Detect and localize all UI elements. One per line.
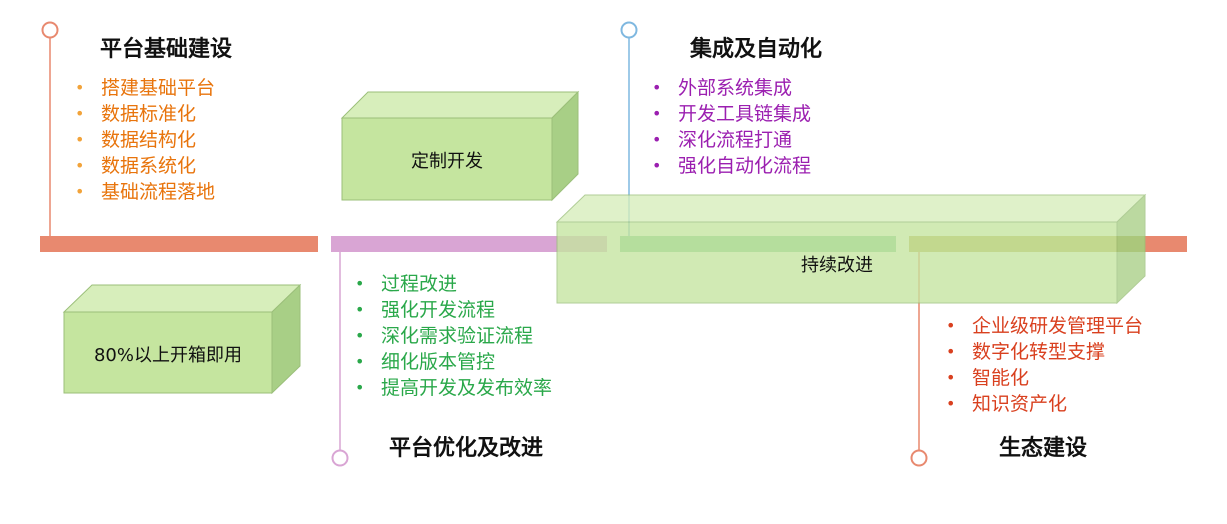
bullet-icon: •: [355, 274, 365, 293]
bullet-icon: •: [75, 104, 85, 123]
phase2-title: 平台优化及改进: [389, 436, 544, 461]
bullet-icon: •: [355, 300, 365, 319]
list-item: •数据标准化: [75, 103, 197, 125]
phase1-title: 平台基础建设: [100, 37, 233, 62]
phase4-list: •企业级研发管理平台 •数字化转型支撑 •智能化 •知识资产化: [940, 313, 1143, 417]
box-custom-dev: [340, 90, 580, 202]
bullet-icon: •: [946, 316, 956, 335]
box-out-of-box: [62, 283, 302, 395]
phase2-list: •过程改进 •强化开发流程 •深化需求验证流程 •细化版本管控 •提高开发及发布…: [349, 271, 552, 401]
list-item: •深化需求验证流程: [355, 325, 534, 347]
list-item: •提高开发及发布效率: [355, 377, 553, 399]
bullet-icon: •: [652, 130, 662, 149]
bullet-icon: •: [946, 368, 956, 387]
bullet-icon: •: [355, 352, 365, 371]
phase3-list: •外部系统集成 •开发工具链集成 •深化流程打通 •强化自动化流程: [646, 75, 811, 179]
phase3-title: 集成及自动化: [690, 37, 823, 62]
box-custom-dev-label: 定制开发: [411, 151, 483, 172]
list-item: •过程改进: [355, 273, 458, 295]
bullet-icon: •: [75, 130, 85, 149]
phase4-title: 生态建设: [999, 436, 1088, 461]
list-item: •强化开发流程: [355, 299, 496, 321]
list-item: •外部系统集成: [652, 77, 793, 99]
bullet-icon: •: [652, 104, 662, 123]
bullet-icon: •: [355, 326, 365, 345]
box-continuous-label: 持续改进: [801, 255, 873, 276]
list-item: •基础流程落地: [75, 181, 216, 203]
list-item: •强化自动化流程: [652, 155, 812, 177]
timeline-segment-1: [40, 236, 318, 252]
list-item: •数字化转型支撑: [946, 341, 1106, 363]
timeline-segment-2: [331, 236, 607, 252]
phase3-marker: [620, 21, 638, 39]
timeline-segment-4-tail: [1145, 236, 1187, 252]
phase4-marker: [910, 449, 928, 467]
phase1-marker: [41, 21, 59, 39]
bullet-icon: •: [652, 78, 662, 97]
phase1-list: •搭建基础平台 •数据标准化 •数据结构化 •数据系统化 •基础流程落地: [69, 75, 215, 205]
box-continuous: [555, 193, 1147, 305]
bullet-icon: •: [355, 378, 365, 397]
bullet-icon: •: [946, 342, 956, 361]
list-item: •细化版本管控: [355, 351, 496, 373]
list-item: •深化流程打通: [652, 129, 793, 151]
bullet-icon: •: [75, 156, 85, 175]
bullet-icon: •: [652, 156, 662, 175]
list-item: •知识资产化: [946, 393, 1068, 415]
phase2-marker: [331, 449, 349, 467]
bullet-icon: •: [75, 182, 85, 201]
list-item: •企业级研发管理平台: [946, 315, 1144, 337]
list-item: •数据结构化: [75, 129, 197, 151]
box-out-of-box-label: 80%以上开箱即用: [93, 345, 242, 366]
list-item: •开发工具链集成: [652, 103, 812, 125]
list-item: •搭建基础平台: [75, 77, 216, 99]
bullet-icon: •: [946, 394, 956, 413]
list-item: •智能化: [946, 367, 1030, 389]
list-item: •数据系统化: [75, 155, 197, 177]
bullet-icon: •: [75, 78, 85, 97]
